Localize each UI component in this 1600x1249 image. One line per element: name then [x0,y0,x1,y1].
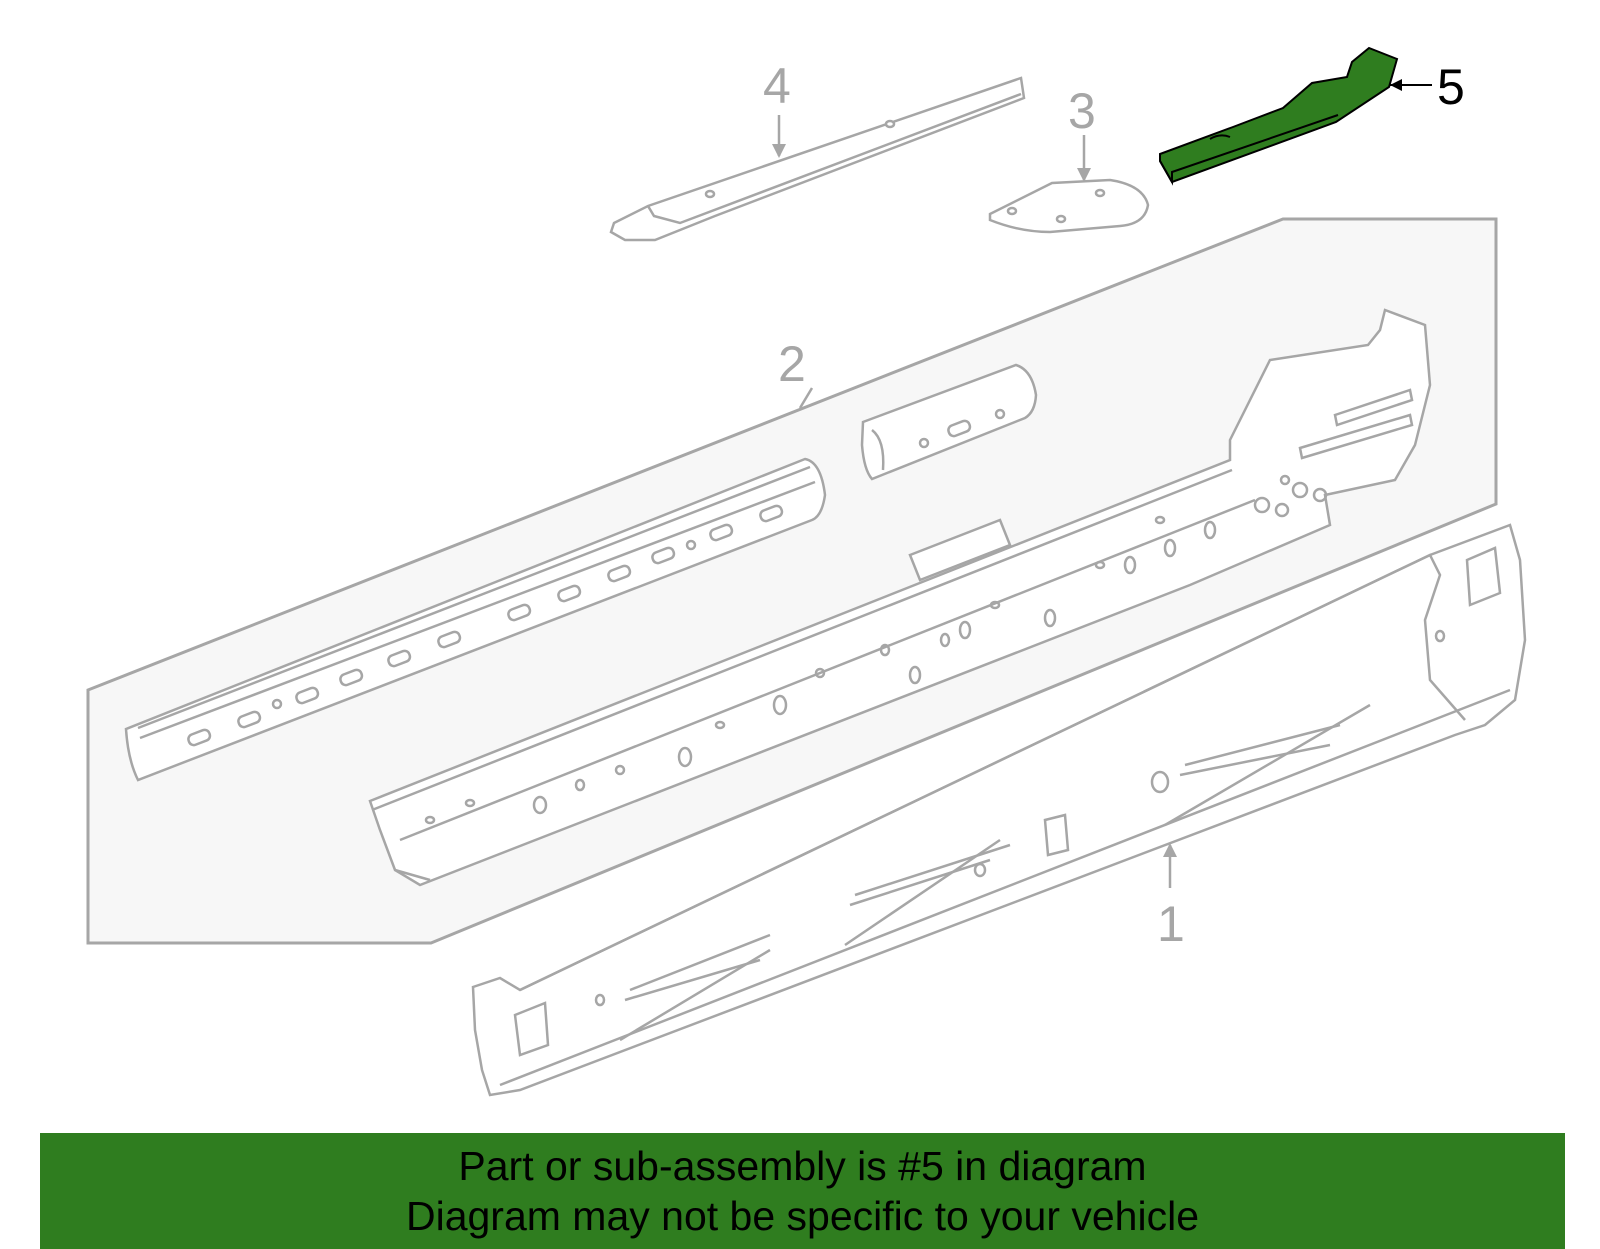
callout-1-arrow [1163,843,1177,888]
part-2-long-rail [124,457,827,782]
callout-4-label: 4 [763,58,791,114]
info-banner: Part or sub-assembly is #5 in diagram Di… [40,1133,1565,1249]
part-4 [609,76,1026,242]
callout-2-label: 2 [778,336,806,392]
banner-line-2: Diagram may not be specific to your vehi… [405,1193,1199,1239]
part-2-panel [86,217,1498,945]
part-2-short-rail [860,363,1038,481]
part-5-highlighted [1159,46,1399,186]
part-2-inner-rocker [368,308,1432,887]
part-3 [988,178,1150,234]
part-1-outer-rocker [471,523,1527,1097]
callout-1-label: 1 [1157,896,1185,952]
callout-5-label: 5 [1437,59,1465,115]
callout-3-arrow [1077,135,1091,182]
banner-line-1: Part or sub-assembly is #5 in diagram [458,1143,1147,1189]
callout-3-label: 3 [1068,83,1096,139]
callout-5-arrow [1390,79,1432,91]
callout-4-arrow [772,115,786,158]
callout-2-leader [798,387,814,409]
